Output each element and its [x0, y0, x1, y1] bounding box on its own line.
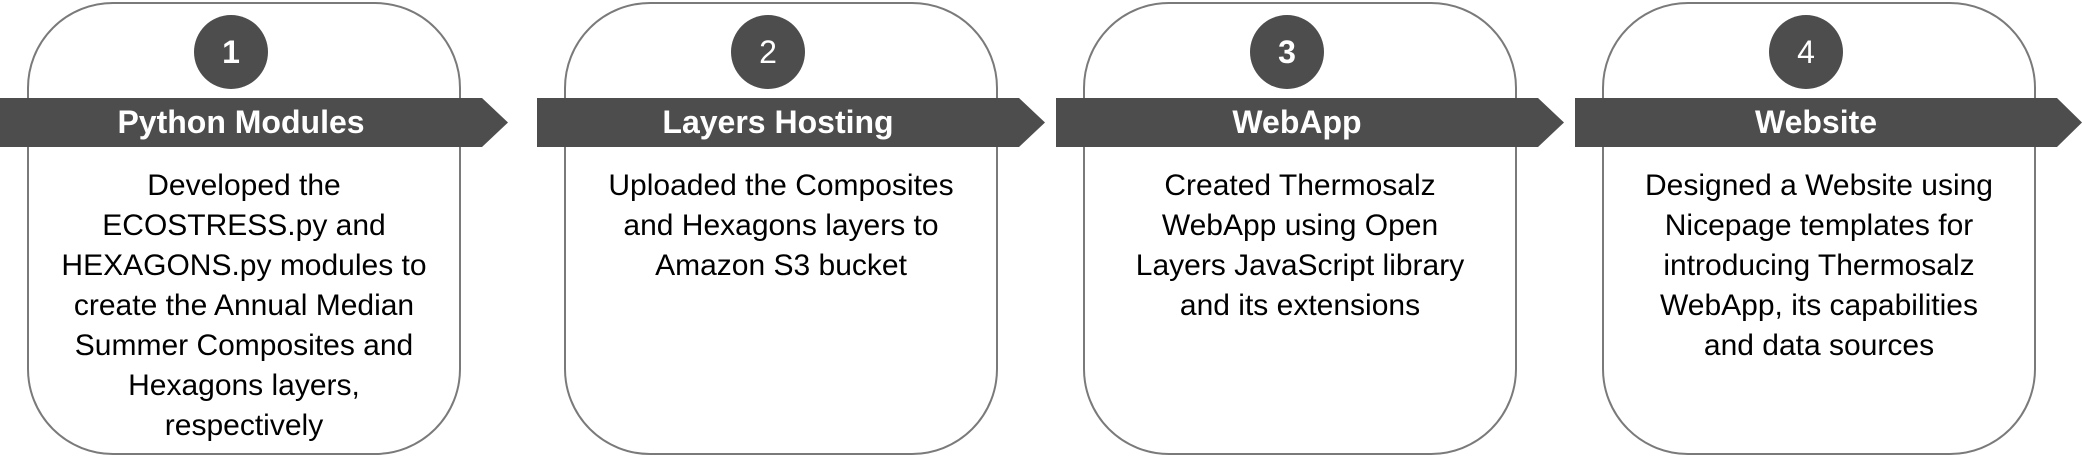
step-2-description-line: and Hexagons layers to: [623, 209, 939, 242]
step-3-title: WebApp: [1232, 104, 1362, 140]
step-1-description-line: ECOSTRESS.py and: [102, 209, 386, 242]
step-4-description-line: and data sources: [1703, 329, 1935, 362]
step-1-description: Developed the ECOSTRESS.py and HEXAGONS.…: [30, 166, 458, 446]
step-3-description-line: Layers JavaScript library: [1135, 249, 1465, 282]
step-2: 2 Layers Hosting Uploaded the Composites…: [537, 0, 1067, 467]
step-4-description-line: Nicepage templates for: [1664, 209, 1974, 242]
step-4-description-line: introducing Thermosalz: [1663, 249, 1975, 282]
step-4-banner-arrow-shape: [1575, 98, 2082, 147]
step-4: 4 Website Designed a Website using Nicep…: [1575, 0, 2082, 467]
step-1-banner-arrow-shape: [0, 98, 508, 147]
step-1-banner: Python Modules: [0, 98, 508, 147]
step-2-description-line: Uploaded the Composites: [608, 169, 954, 202]
step-1-description-line: Hexagons layers,: [128, 369, 360, 402]
step-1-description-line: Developed the: [147, 169, 341, 202]
step-4-description-line: WebApp, its capabilities: [1660, 289, 1978, 322]
step-4-description: Designed a Website using Nicepage templa…: [1605, 166, 2033, 366]
step-1-number-badge: 1: [194, 15, 268, 89]
step-1-title: Python Modules: [117, 104, 365, 140]
step-4-title: Website: [1754, 104, 1878, 140]
step-3-description-line: Created Thermosalz: [1164, 169, 1436, 202]
step-4-number-badge: 4: [1769, 15, 1843, 89]
step-4-description-line: Designed a Website using: [1645, 169, 1993, 202]
step-3: 3 WebApp Created Thermosalz WebApp using…: [1056, 0, 1586, 467]
step-2-description: Uploaded the Composites and Hexagons lay…: [567, 166, 995, 286]
step-1-description-line: create the Annual Median: [73, 289, 415, 322]
step-2-description-line: Amazon S3 bucket: [655, 249, 907, 282]
step-2-banner: Layers Hosting: [537, 98, 1045, 147]
step-2-number-badge: 2: [731, 15, 805, 89]
step-2-banner-arrow-shape: [537, 98, 1045, 147]
step-2-title: Layers Hosting: [662, 104, 894, 140]
step-1-description-line: HEXAGONS.py modules to: [61, 249, 427, 282]
step-3-banner: WebApp: [1056, 98, 1564, 147]
step-3-banner-arrow-shape: [1056, 98, 1564, 147]
step-3-description-line: WebApp using Open: [1161, 209, 1439, 242]
step-4-banner: Website: [1575, 98, 2082, 147]
step-1: 1 Python Modules Developed the ECOSTRESS…: [0, 0, 530, 467]
step-3-description-line: and its extensions: [1179, 289, 1421, 322]
step-3-description: Created Thermosalz WebApp using Open Lay…: [1086, 166, 1514, 326]
step-1-description-line: Summer Composites and: [74, 329, 414, 362]
step-1-description-line: respectively: [164, 409, 324, 442]
step-3-number-badge: 3: [1250, 15, 1324, 89]
